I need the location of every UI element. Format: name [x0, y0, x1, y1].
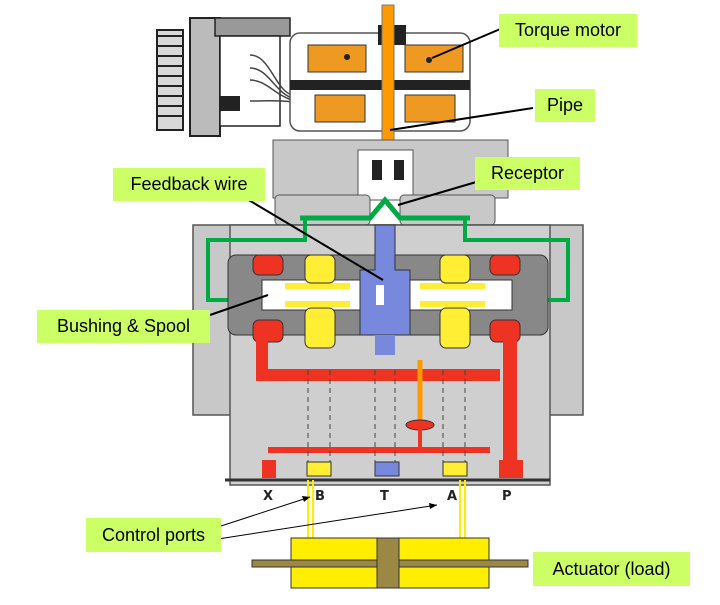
port-x: X [263, 489, 274, 504]
port-b: B [315, 489, 325, 504]
torque-motor [289, 25, 471, 132]
leader-lines [209, 26, 534, 540]
electrical-connector [156, 17, 293, 137]
label-torque-motor: Torque motor [499, 14, 637, 47]
label-receptor: Receptor [475, 157, 580, 190]
port-t: T [380, 489, 389, 504]
label-pipe: Pipe [535, 89, 595, 122]
valve-body [192, 196, 584, 486]
label-control-ports: Control ports [86, 518, 221, 552]
port-a: A [447, 489, 458, 504]
port-p: P [502, 489, 512, 504]
actuator [251, 537, 529, 589]
label-bushing-spool: Bushing & Spool [37, 310, 210, 343]
label-actuator: Actuator (load) [533, 552, 690, 586]
label-feedback-wire: Feedback wire [113, 168, 265, 201]
control-lines [307, 480, 466, 540]
